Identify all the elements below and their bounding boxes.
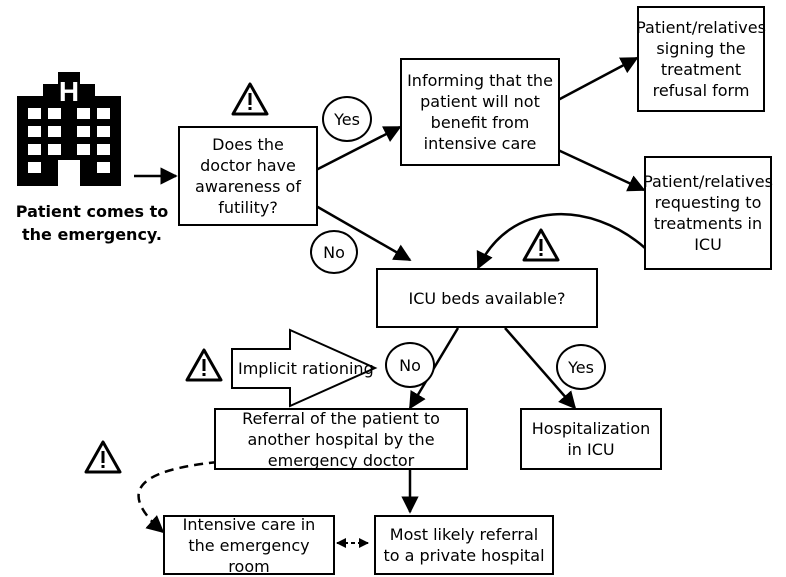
arrow-question-yes-to-informing (315, 125, 402, 172)
arrow-requesting-to-icu (476, 212, 646, 270)
arrow-informing-to-requesting (557, 148, 646, 192)
warning-icon (185, 348, 223, 382)
svg-text:H: H (59, 76, 79, 107)
awareness-question-box: Does the doctor have awareness of futili… (178, 126, 318, 226)
decision-no-2: No (385, 342, 435, 388)
refusal-form-box: Patient/relatives signing the treatment … (636, 6, 766, 112)
requesting-icu-box: Patient/relatives requesting to treatmen… (643, 156, 773, 270)
patient-comes-label: Patient comes to the emergency. (15, 202, 169, 244)
arrow-icu-yes-to-hospitalization (504, 327, 577, 410)
implicit-rationing-arrow (231, 328, 378, 408)
hospital-icon: H (17, 72, 121, 186)
icu-beds-question-box: ICU beds available? (376, 268, 598, 328)
referral-box: Referral of the patient to another hospi… (214, 408, 468, 470)
arrow-question-no-to-icu (315, 204, 412, 262)
implicit-rationing-label: Implicit rationing (238, 359, 374, 378)
dashed-arrow-referral-to-er (137, 460, 219, 534)
intensive-care-er-box: Intensive care in the emergency room (163, 515, 335, 576)
informing-box: Informing that the patient will not bene… (400, 58, 560, 166)
warning-icon (522, 228, 560, 262)
decision-yes-2: Yes (556, 344, 606, 390)
warning-icon (231, 82, 269, 116)
warning-icon (84, 440, 122, 474)
decision-yes-1: Yes (322, 96, 372, 142)
decision-no-1: No (310, 230, 358, 274)
arrow-informing-to-refusal (557, 56, 639, 102)
private-hospital-box: Most likely referral to a private hospit… (374, 515, 554, 575)
hospitalization-box: Hospitalization in ICU (520, 408, 662, 470)
